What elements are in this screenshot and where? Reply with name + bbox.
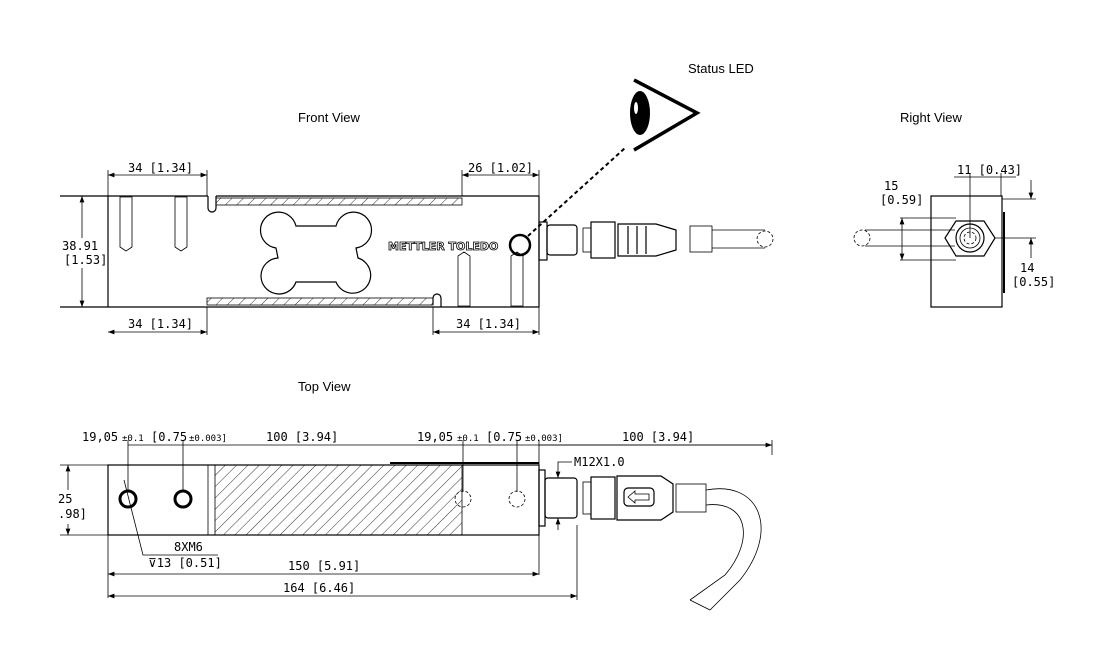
dim-top-hole-right: 19,05 bbox=[417, 430, 453, 444]
dim-top-span: 100 [3.94] bbox=[266, 430, 338, 444]
dim-length-164: 164 [6.46] bbox=[283, 581, 355, 595]
dim-top-tol-mm-2: ±0.1 bbox=[457, 434, 479, 444]
dim-front-height-in: [1.53] bbox=[64, 253, 107, 267]
front-view: METTLER TOLEDO 34 [1.34] 26 [1.02] 34 [1… bbox=[60, 78, 774, 335]
dim-front-height-mm: 38.91 bbox=[62, 239, 98, 253]
dim-right-width: 11 [0.43] bbox=[957, 163, 1022, 177]
dim-top-hole-left-in: [0.75 bbox=[151, 430, 187, 444]
dim-front-top-left: 34 [1.34] bbox=[128, 161, 193, 175]
status-led bbox=[508, 233, 532, 257]
right-view-title: Right View bbox=[900, 110, 963, 125]
dim-thread: M12X1.0 bbox=[574, 455, 625, 469]
brand-logo: METTLER TOLEDO bbox=[388, 240, 498, 253]
top-view: 19,05 ±0.1 [0.75 ±0.003] 100 [3.94] 19,0… bbox=[58, 430, 773, 611]
dim-right-left-in: [0.59] bbox=[880, 193, 923, 207]
dim-top-tol-mm: ±0.1 bbox=[122, 434, 144, 444]
dim-front-top-right: 26 [1.02] bbox=[468, 161, 533, 175]
dim-length-150: 150 [5.91] bbox=[288, 559, 360, 573]
dim-top-hole-right-in: [0.75 bbox=[486, 430, 522, 444]
top-view-title: Top View bbox=[298, 379, 351, 394]
right-view: 11 [0.43] 15 [0.59] 14 [0.55] bbox=[853, 163, 1055, 308]
dim-top-width-mm: 25 bbox=[58, 492, 72, 506]
dim-right-left-mm: 15 bbox=[884, 179, 898, 193]
dim-top-tol-in-2: ±0.003] bbox=[525, 434, 563, 444]
front-view-title: Front View bbox=[298, 110, 361, 125]
dim-top-cable: 100 [3.94] bbox=[622, 430, 694, 444]
dim-front-bottom-right: 34 [1.34] bbox=[456, 317, 521, 331]
arrow-left-icon bbox=[627, 490, 650, 504]
dim-right-right-mm: 14 bbox=[1020, 261, 1034, 275]
hole-depth: ⊽13 [0.51] bbox=[148, 556, 222, 570]
eye-icon bbox=[630, 78, 701, 152]
dim-top-hole-left: 19,05 bbox=[82, 430, 118, 444]
led-sightline bbox=[527, 147, 626, 237]
dim-right-right-in: [0.55] bbox=[1012, 275, 1055, 289]
flexure-cutout bbox=[259, 211, 373, 295]
dim-front-bottom-left: 34 [1.34] bbox=[128, 317, 193, 331]
status-led-title: Status LED bbox=[688, 61, 754, 76]
dim-top-width-in: .98] bbox=[58, 507, 87, 521]
dim-top-tol-in: ±0.003] bbox=[189, 434, 227, 444]
hole-callout: 8XM6 bbox=[174, 540, 203, 554]
